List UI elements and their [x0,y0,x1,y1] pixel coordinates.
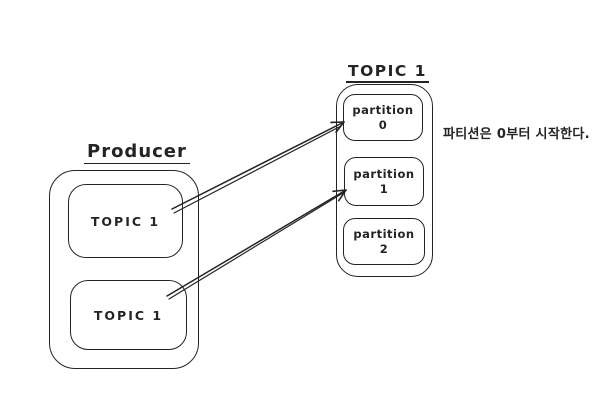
partition-name-1: partition [353,166,415,181]
partition-number-2: 2 [379,241,389,256]
annotation-partitions-start-at-zero: 파티션은 0부터 시작한다. [443,127,590,142]
producer-label: Producer [84,141,190,164]
partition-name-2: partition [353,226,415,241]
producer-topic-box-1: TOPIC 1 [68,184,183,258]
topic-cluster-label: TOPIC 1 [346,62,429,83]
partition-box-2: partition 2 [343,218,425,265]
producer-topic-label-2: TOPIC 1 [93,307,164,323]
producer-topic-box-2: TOPIC 1 [70,280,187,350]
partition-box-1: partition 1 [344,157,424,206]
producer-topic-label-1: TOPIC 1 [90,213,161,229]
partition-box-0: partition 0 [343,94,423,141]
partition-number-1: 1 [379,181,389,196]
partition-name-0: partition [352,102,414,117]
partition-number-0: 0 [378,117,388,132]
